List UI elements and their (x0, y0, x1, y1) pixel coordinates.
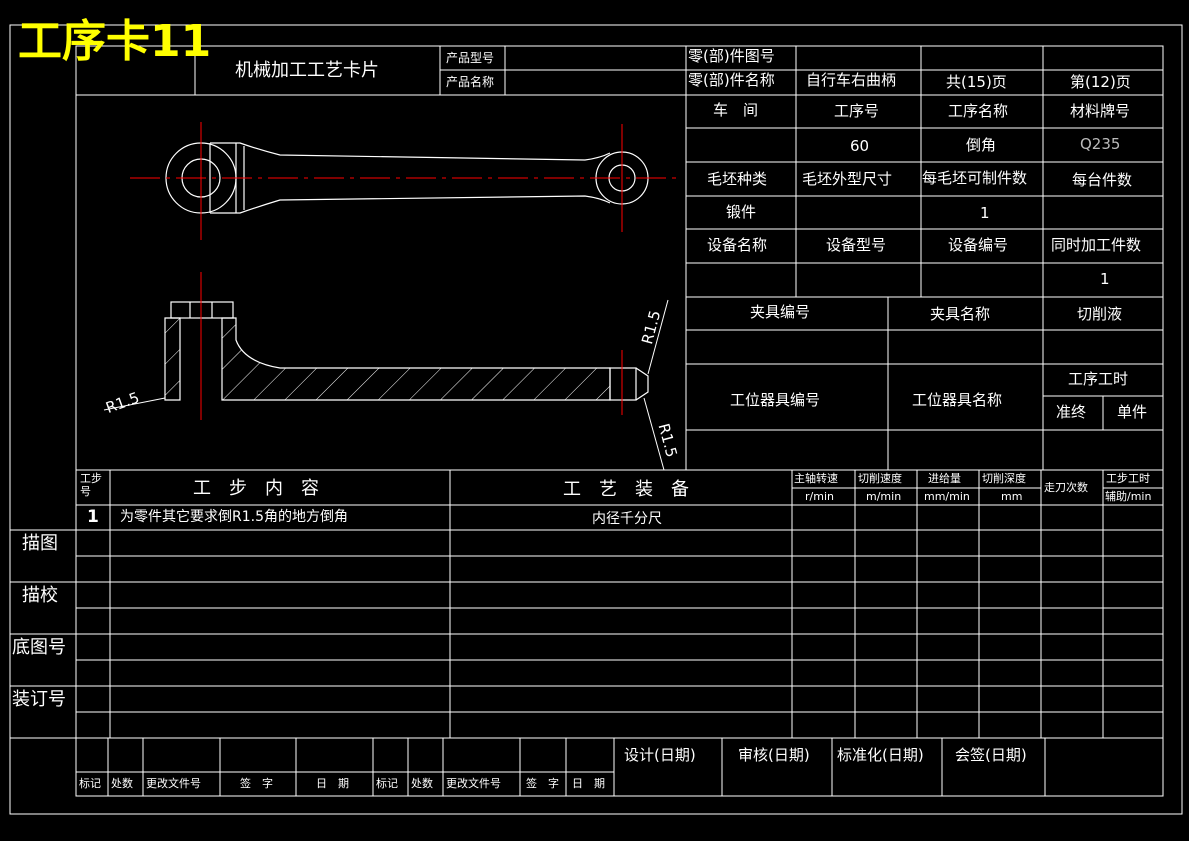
part-name-value: 自行车右曲柄 (806, 71, 897, 89)
side-label-base-drawing-no: 底图号 (12, 637, 66, 658)
op-no-value: 60 (850, 137, 870, 155)
equipment-label: 工 艺 装 备 (563, 479, 689, 500)
part-name-label: 零(部)件名称 (688, 71, 775, 89)
op-name-label: 工序名称 (948, 102, 1009, 120)
feed-label: 进给量 (928, 472, 961, 485)
review-date: 审核(日期) (738, 746, 810, 764)
per-blank-label: 每毛坯可制件数 (922, 169, 1028, 187)
part-drawing-no-label: 零(部)件图号 (688, 47, 775, 65)
product-model-label: 产品型号 (446, 51, 495, 65)
feed-unit: mm/min (924, 490, 970, 503)
op-time-label: 工序工时 (1068, 370, 1129, 388)
fixture-name-label: 夹具名称 (930, 305, 991, 323)
per-blank-value: 1 (980, 204, 990, 222)
side-label-tracing: 描图 (22, 533, 58, 554)
step-time-label: 工步工时 (1106, 472, 1150, 485)
total-pages: 共(15)页 (946, 73, 1007, 91)
card-title: 工序卡11 (18, 16, 212, 67)
count-label-2: 处数 (411, 777, 433, 790)
blank-type-label: 毛坯种类 (707, 170, 768, 188)
depth-label: 切削深度 (982, 472, 1026, 485)
card-name: 机械加工工艺卡片 (235, 60, 379, 81)
mark-label-2: 标记 (376, 777, 398, 790)
blank-type-value: 锻件 (726, 203, 757, 221)
change-doc-label-2: 更改文件号 (446, 777, 501, 790)
unit-label: 单件 (1117, 403, 1148, 421)
op-no-label: 工序号 (834, 102, 880, 120)
step-no-label: 工步号 (80, 472, 102, 498)
standard-date: 标准化(日期) (837, 746, 924, 764)
material-value: Q235 (1080, 135, 1121, 153)
date-label: 日 期 (316, 777, 349, 790)
side-label-trace-check: 描校 (22, 585, 58, 606)
step-content: 为零件其它要求倒R1.5角的地方倒角 (120, 509, 348, 525)
op-name-value: 倒角 (966, 136, 997, 154)
signature-label: 签 字 (240, 777, 273, 790)
prep-label: 准终 (1056, 403, 1087, 421)
aux-label: 辅助/min (1105, 490, 1152, 503)
station-no-label: 工位器具编号 (730, 391, 821, 409)
step-equipment: 内径千分尺 (592, 511, 662, 527)
page-number: 第(12)页 (1070, 73, 1131, 91)
blank-size-label: 毛坯外型尺寸 (802, 170, 893, 188)
equip-no-label: 设备编号 (948, 236, 1009, 254)
coolant-label: 切削液 (1077, 305, 1123, 323)
date-label-2: 日 期 (572, 777, 605, 790)
simul-value: 1 (1100, 270, 1110, 288)
per-unit-label: 每台件数 (1072, 171, 1133, 189)
product-name-label: 产品名称 (446, 75, 495, 89)
depth-unit: mm (1001, 490, 1023, 503)
section-view (164, 301, 649, 401)
passes-label: 走刀次数 (1044, 481, 1088, 494)
material-label: 材料牌号 (1070, 102, 1131, 120)
mark-label: 标记 (79, 777, 101, 790)
fixture-no-label: 夹具编号 (750, 303, 811, 321)
countersign-date: 会签(日期) (955, 746, 1027, 764)
side-label-binding-no: 装订号 (12, 689, 66, 710)
content-label: 工 步 内 容 (193, 478, 319, 499)
count-label: 处数 (111, 777, 133, 790)
step-no: 1 (87, 507, 99, 527)
equip-model-label: 设备型号 (826, 236, 887, 254)
workshop-label: 车 间 (713, 101, 759, 119)
change-doc-label: 更改文件号 (146, 777, 201, 790)
station-name-label: 工位器具名称 (912, 391, 1003, 409)
spindle-label: 主轴转速 (794, 472, 838, 485)
signature-label-2: 签 字 (526, 777, 559, 790)
spindle-unit: r/min (805, 490, 834, 503)
cut-speed-label: 切削速度 (858, 472, 902, 485)
design-date: 设计(日期) (624, 746, 696, 764)
cut-speed-unit: m/min (866, 490, 902, 503)
simul-label: 同时加工件数 (1051, 236, 1142, 254)
equip-name-label: 设备名称 (707, 236, 768, 254)
